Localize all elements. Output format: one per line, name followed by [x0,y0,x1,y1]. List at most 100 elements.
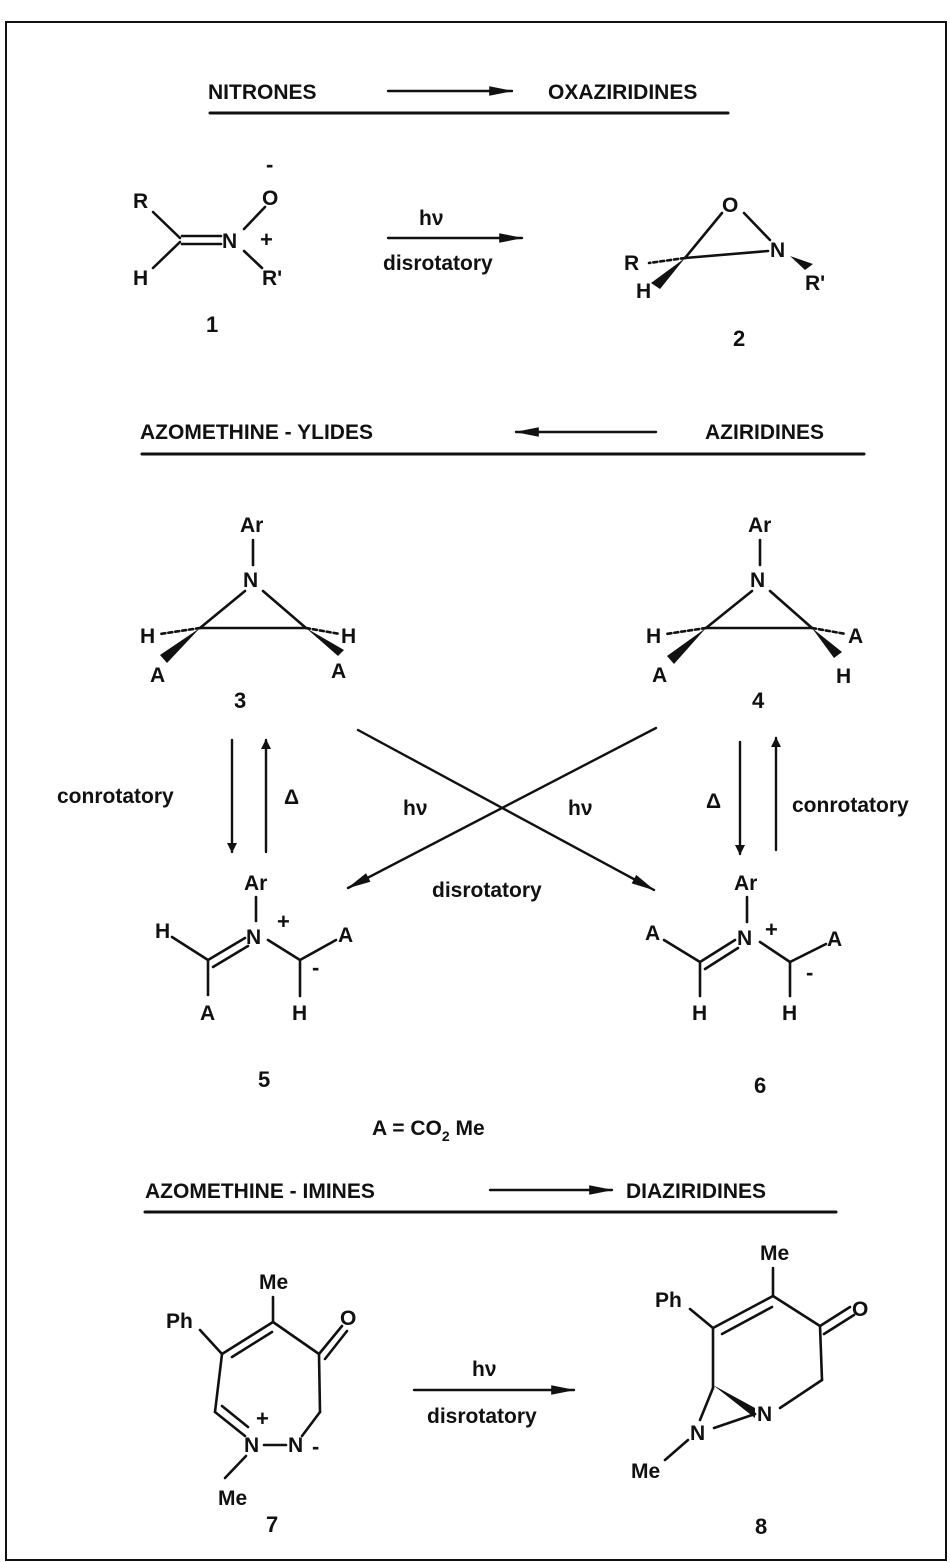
compound-label-8: 8 [755,1514,767,1539]
atom-ph: Ph [166,1310,193,1333]
charge-plus: + [260,227,273,252]
compound-3-cis-aziridine: Ar N H A H A 3 [140,514,356,713]
atom-h: H [292,1002,307,1025]
atom-a: A [200,1002,215,1025]
atom-r-prime: R' [805,272,825,295]
atom-h: H [155,920,170,943]
bond [771,1294,822,1328]
compound-label-7: 7 [266,1512,278,1537]
bond [170,935,210,962]
bond [788,942,828,964]
bond [758,940,792,964]
bond [213,1352,224,1414]
bond [704,589,754,630]
compound-6-ylide: Ar N + A H A - H 6 [645,872,842,1098]
section-ylides-aziridines: AZOMETHINE - YLIDES AZIRIDINES Ar N H A … [57,421,909,1144]
atom-n: N [690,1422,705,1445]
atom-n: N [244,1434,259,1457]
header-diaziridines: DIAZIRIDINES [626,1180,766,1203]
header-azomethine-imines: AZOMETHINE - IMINES [145,1180,375,1203]
atom-o: O [262,187,278,210]
condition-disrotatory: disrotatory [427,1405,537,1428]
atom-ar: Ar [734,872,757,895]
atom-o: O [852,1298,868,1321]
atom-r: R [624,252,639,275]
compound-label-2: 2 [733,326,745,351]
bond [662,938,702,964]
bond [698,1386,715,1422]
bond [683,249,770,260]
bond [242,205,267,231]
atom-ar: Ar [748,514,771,537]
atom-a: A [848,625,863,648]
bond [266,938,302,962]
header-aziridines: AZIRIDINES [705,421,824,444]
compound-label-1: 1 [206,312,218,337]
charge-plus: + [256,1406,269,1431]
bond [151,240,182,270]
atom-n: N [750,569,765,592]
double-bond [213,1410,247,1438]
condition-disrotatory: disrotatory [383,252,493,275]
atom-n: N [222,230,237,253]
atom-h: H [836,665,851,688]
charge-plus: + [277,909,290,934]
condition-disrotatory-center: disrotatory [432,879,542,902]
hashed-bond [664,626,708,636]
condition-conrotatory-left: conrotatory [57,785,174,808]
atom-n: N [288,1434,303,1457]
atom-me: Me [259,1271,288,1294]
atom-h: H [646,625,661,648]
compound-4-trans-aziridine: Ar N H A A H 4 [646,514,863,713]
condition-hv: hν [472,1358,497,1381]
atom-ar: Ar [244,872,267,895]
condition-delta-left: Δ [284,786,299,809]
atom-a: A [652,664,667,687]
double-bond [220,1404,250,1429]
double-bond [822,1313,856,1336]
compound-5-ylide: Ar N + H A A - H 5 [155,872,353,1092]
atom-n: N [246,926,261,949]
bond [742,211,772,242]
charge-minus: - [806,960,813,985]
condition-conrotatory-right: conrotatory [792,794,909,817]
atom-a: A [150,664,165,687]
compound-2-oxaziridine: O N R' R H 2 [624,194,825,351]
bond [688,1307,715,1330]
compound-label-6: 6 [754,1073,766,1098]
bond [683,211,724,260]
bond [198,1328,224,1356]
atom-h: H [782,1002,797,1025]
atom-me: Me [218,1487,247,1510]
bond [242,249,264,270]
legend-a-definition: A = CO2 Me [372,1117,485,1144]
atom-n: N [757,1403,772,1426]
atom-me: Me [631,1460,660,1483]
atom-a: A [338,924,353,947]
bond [818,1324,824,1382]
double-bond [230,1330,274,1359]
double-bond [698,938,737,964]
bond [300,1410,322,1438]
double-bond [220,1320,275,1356]
atom-h: H [636,280,651,303]
double-bond [711,1294,775,1330]
atom-a: A [827,928,842,951]
double-bond [323,1329,349,1361]
header-azomethine-ylides: AZOMETHINE - YLIDES [140,421,373,444]
double-bond [206,936,247,962]
atom-h: H [341,625,356,648]
wedge-bond [160,628,200,663]
hashed-bond [647,256,687,265]
bond [223,1454,248,1480]
wedge-bond [667,628,706,664]
atom-h: H [692,1002,707,1025]
header-nitrones: NITRONES [208,81,317,104]
atom-h: H [133,267,148,290]
atom-r-prime: R' [262,267,282,290]
double-bond [703,946,740,971]
arrow-4-to-5 [346,726,658,890]
bond [261,589,308,630]
charge-plus: + [765,917,778,942]
wedge-bond [812,628,842,658]
